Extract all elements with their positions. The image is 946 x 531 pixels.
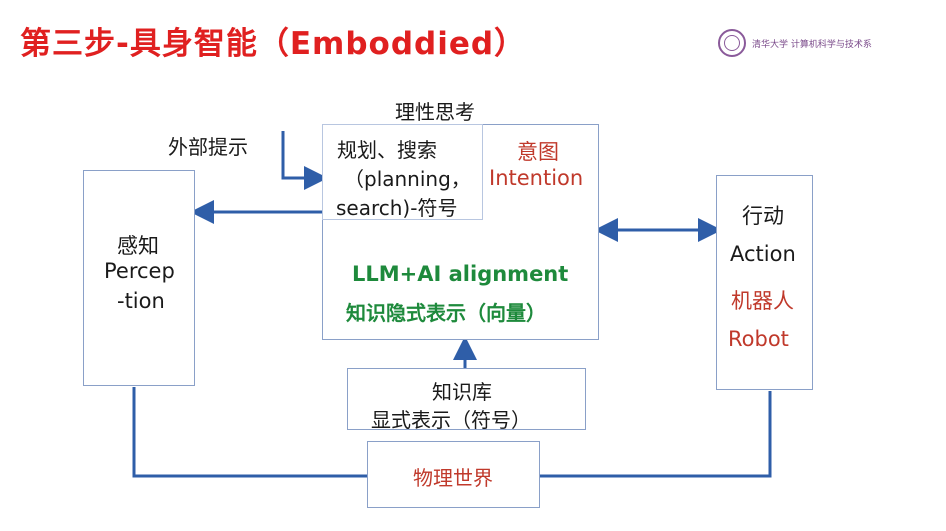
perception-en1: Percep (104, 259, 175, 283)
university-seal-icon (718, 29, 746, 57)
planning-line2: （planning， (344, 167, 471, 191)
external-hint-label: 外部提示 (168, 135, 248, 159)
planning-box (322, 124, 483, 220)
reasoning-label: 理性思考 (395, 100, 475, 124)
action-box (716, 175, 813, 390)
perception-cn: 感知 (117, 234, 159, 258)
action-en: Action (730, 242, 796, 266)
planning-line3: search)-符号 (336, 196, 458, 220)
physical-world-label: 物理世界 (413, 466, 493, 490)
intention-en: Intention (489, 166, 584, 190)
logo-text: 清华大学 计算机科学与技术系 (752, 39, 872, 50)
implicit-knowledge-label: 知识隐式表示（向量） (346, 301, 546, 325)
perception-en2: -tion (117, 289, 165, 313)
robot-cn: 机器人 (731, 289, 794, 313)
university-logo: 清华大学 计算机科学与技术系 (718, 26, 928, 60)
planning-line1: 规划、搜索 (337, 138, 437, 162)
world-to-action-line (540, 391, 772, 478)
llm-alignment-label: LLM+AI alignment (352, 262, 569, 286)
physical-world-box (367, 441, 540, 508)
knowledge-base-desc: 显式表示（符号） (371, 408, 531, 432)
action-cn: 行动 (742, 204, 784, 228)
knowledge-base-box (347, 368, 586, 430)
knowledge-base-title: 知识库 (432, 380, 492, 404)
robot-en: Robot (728, 327, 789, 351)
perception-to-world-line (132, 387, 367, 478)
intention-cn: 意图 (517, 140, 559, 164)
slide-title: 第三步-具身智能（Emboddied） (20, 26, 527, 62)
perception-box (83, 170, 195, 386)
external-hint-arrow (281, 131, 328, 190)
